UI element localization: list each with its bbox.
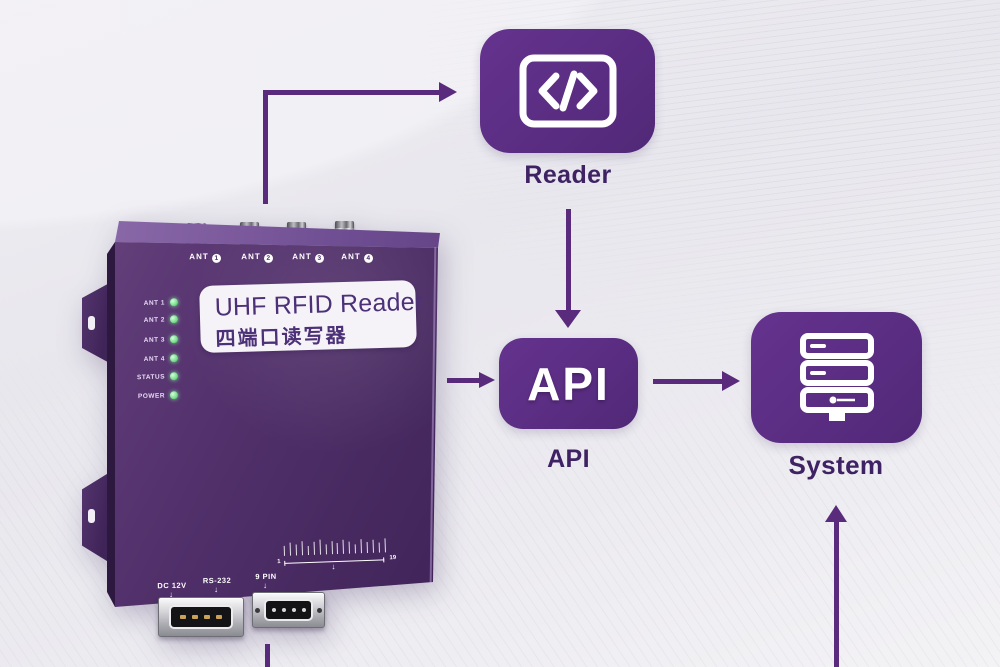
led-label: ANT 1 [143, 298, 166, 307]
connector-pin [204, 615, 210, 619]
ant-port-number: 2 [263, 253, 273, 263]
connector-screw [317, 608, 322, 614]
device-side-face [107, 242, 115, 607]
device-title: UHF RFID Reader [214, 287, 424, 322]
ant-port-number: 3 [314, 253, 324, 263]
device-subtitle: 四端口读写器 [215, 324, 348, 351]
pin-scale-tick: ↓ [331, 562, 336, 572]
api-node: API [499, 338, 638, 429]
connector-screw [255, 608, 260, 614]
dsub-connector-power [158, 597, 244, 637]
led-dot [169, 354, 179, 363]
led-row-ant3: ANT 3 [112, 333, 179, 347]
connector-pin [291, 608, 296, 612]
server-icon [799, 332, 874, 421]
ant-port-name: ANT [341, 251, 361, 262]
dsub-connector-serial [252, 592, 325, 628]
reader-node [480, 29, 655, 153]
connector-pin [216, 615, 222, 619]
ant-port-number: 4 [363, 253, 373, 263]
led-label: ANT 2 [143, 315, 166, 324]
led-row-power: POWER [112, 389, 179, 403]
led-dot [169, 335, 179, 344]
connector-pin [271, 608, 276, 612]
pin-scale-start: 1 [277, 559, 281, 566]
arrow-bottom-to-system [834, 521, 839, 667]
led-row-status: STATUS [112, 370, 179, 384]
led-dot [169, 315, 179, 324]
led-label: POWER [137, 391, 166, 400]
code-icon [519, 54, 616, 128]
led-row-ant1: ANT 1 [112, 296, 179, 310]
bracket-slot [88, 316, 95, 330]
connector-pin [281, 608, 286, 612]
arrowhead-up-to-system [825, 505, 847, 522]
arrow-device-to-reader-vertical [263, 92, 268, 204]
led-row-ant4: ANT 4 [112, 352, 179, 366]
api-node-text: API [527, 357, 610, 410]
port-tick: ↓ [214, 585, 218, 594]
arrowhead-to-api-top [555, 310, 581, 328]
connector-slot [264, 599, 313, 621]
connector-slot [169, 605, 233, 629]
arrowhead-to-reader [439, 82, 457, 102]
ant-port-name: ANT [189, 251, 209, 262]
arrow-device-to-reader-horizontal [263, 90, 439, 95]
led-dot [169, 372, 179, 381]
system-node-label: System [788, 450, 884, 480]
api-node-label: API [547, 445, 590, 473]
led-dot [169, 298, 179, 307]
pin-label-ticks [283, 535, 386, 556]
led-label: ANT 4 [143, 354, 166, 363]
arrow-reader-to-api [566, 209, 571, 310]
connector-pin [192, 615, 198, 619]
pin-diagram: 1 19 ↓ [277, 535, 397, 573]
ant-port-name: ANT [292, 251, 312, 262]
port-tick: ↓ [263, 581, 267, 590]
led-label: STATUS [136, 372, 166, 381]
line-below-device [265, 644, 270, 667]
arrow-api-to-system [653, 379, 722, 384]
reader-node-label: Reader [524, 161, 612, 189]
system-node [751, 312, 922, 443]
connector-pin [301, 608, 306, 612]
bracket-slot [88, 509, 95, 523]
pin-scale-end: 19 [389, 554, 397, 562]
port-tick: ↓ [169, 590, 173, 599]
arrow-device-to-api [447, 378, 479, 383]
ant-port-number: 1 [211, 253, 221, 263]
arrowhead-to-api-left [479, 372, 495, 388]
device-name-plate: UHF RFID Reader 四端口读写器 [199, 279, 424, 354]
led-dot [169, 391, 179, 400]
ant-port-name: ANT [241, 251, 261, 262]
arrowhead-to-system [722, 371, 740, 391]
connector-pin [180, 615, 186, 619]
led-row-ant2: ANT 2 [112, 313, 179, 327]
led-label: ANT 3 [143, 335, 166, 344]
